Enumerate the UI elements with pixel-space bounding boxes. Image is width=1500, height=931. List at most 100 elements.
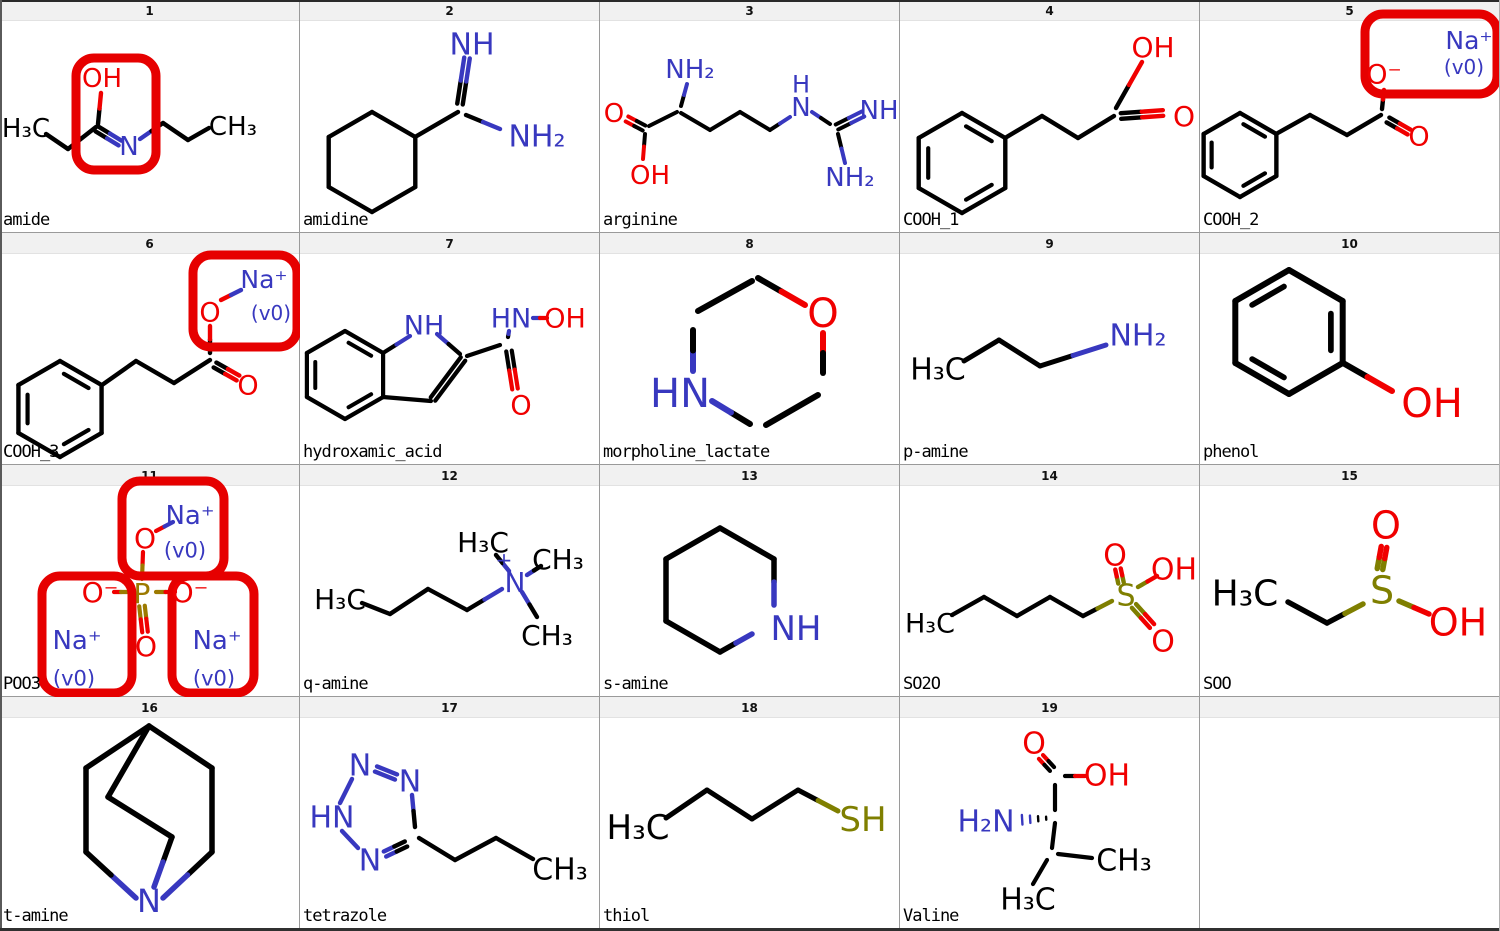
- cell-number: 17: [441, 701, 458, 715]
- substructure-highlight-box: [37, 571, 137, 697]
- atom-label: O: [134, 522, 156, 555]
- atom-label: NH: [771, 609, 822, 649]
- substructure-highlight-box: [117, 476, 229, 581]
- atom-label: H₃C: [905, 608, 955, 639]
- cell-header: 15: [1200, 465, 1499, 486]
- atom-label: HN: [310, 801, 355, 836]
- atom-label: N: [137, 882, 161, 920]
- atom-label: H₃C: [1000, 883, 1056, 918]
- atom-label: O: [807, 291, 838, 337]
- molecule-label: morpholine_lactate: [603, 442, 770, 462]
- substructure-highlight-box: [167, 571, 259, 697]
- atom-label: CH₃: [532, 543, 584, 576]
- molecule-label: t-amine: [3, 906, 69, 926]
- atom-label: HN: [491, 303, 532, 334]
- atom-label: O: [237, 370, 258, 401]
- cell-header: 1: [0, 0, 299, 21]
- substructure-highlight-box: [1360, 9, 1500, 99]
- atom-label: CH₃: [1096, 844, 1152, 879]
- cell-number: 13: [741, 469, 758, 483]
- atom-label: H₃C: [910, 353, 966, 388]
- atom-label: OH: [1429, 600, 1487, 644]
- window-border-top: [0, 0, 1500, 2]
- molecule-label: thiol: [603, 906, 650, 926]
- cell-header: 18: [600, 697, 899, 718]
- cell-header: 6: [0, 233, 299, 254]
- molecule-label: tetrazole: [303, 906, 387, 926]
- molecule-label: COOH_1: [903, 210, 959, 230]
- cell-number: 4: [1045, 4, 1054, 18]
- atom-label: Na⁺: [52, 626, 101, 656]
- cell-header: 17: [300, 697, 599, 718]
- atom-label: Na⁺: [1445, 26, 1492, 55]
- cell-header: 4: [900, 0, 1199, 21]
- atom-label: H: [792, 70, 810, 98]
- atom-label: OH: [1401, 381, 1463, 427]
- atom-label: S: [1116, 579, 1135, 614]
- cell-number: 7: [445, 237, 454, 251]
- atom-label: O: [1371, 503, 1401, 547]
- atom-label: S: [1370, 568, 1394, 612]
- cell-header: 5: [1200, 0, 1499, 21]
- molecule-label: Valine: [903, 906, 959, 926]
- atom-label: (v0): [193, 666, 235, 690]
- cell-number: 12: [441, 469, 458, 483]
- atom-label: H₃C: [607, 808, 670, 848]
- molecule-label: hydroxamic_acid: [303, 442, 443, 462]
- molecule-label: SOO: [1203, 674, 1232, 694]
- atom-label: O: [1103, 539, 1127, 574]
- atom-label: O: [1173, 100, 1195, 133]
- molecule-label: COOH_3: [3, 442, 59, 462]
- atom-label: NH: [450, 28, 495, 63]
- atom-label: OH: [1151, 553, 1197, 588]
- atom-label: OH: [1131, 31, 1174, 64]
- atom-label: (v0): [251, 301, 291, 325]
- cell-header: 13: [600, 465, 899, 486]
- atom-label: NH₂: [665, 55, 714, 85]
- cell-header: 2: [300, 0, 599, 21]
- molecule-svg: OH: [1232, 267, 1463, 427]
- cell-number: 10: [1341, 237, 1358, 251]
- cell-number: 16: [141, 701, 158, 715]
- atom-label: N: [359, 844, 381, 879]
- atom-label: O: [135, 630, 157, 663]
- atom-label: OH: [630, 161, 670, 191]
- cell-number: 6: [145, 237, 154, 251]
- atom-label: (v0): [164, 538, 206, 562]
- atom-label: Na⁺: [165, 501, 214, 531]
- grid-cell: [1200, 696, 1500, 928]
- molecule-label: s-amine: [603, 674, 669, 694]
- cell-header: 7: [300, 233, 599, 254]
- atom-label: N: [119, 132, 138, 162]
- molecule-svg: N: [83, 723, 215, 920]
- atom-label: O⁻: [172, 576, 209, 609]
- molecule-label: p-amine: [903, 442, 969, 462]
- atom-label: O: [604, 99, 624, 129]
- atom-label: H₃C: [2, 114, 50, 144]
- atom-label: H₃C: [1212, 574, 1279, 615]
- cell-header: 19: [900, 697, 1199, 718]
- molecule-label: SO2O: [903, 674, 941, 694]
- cell-number: 14: [1041, 469, 1058, 483]
